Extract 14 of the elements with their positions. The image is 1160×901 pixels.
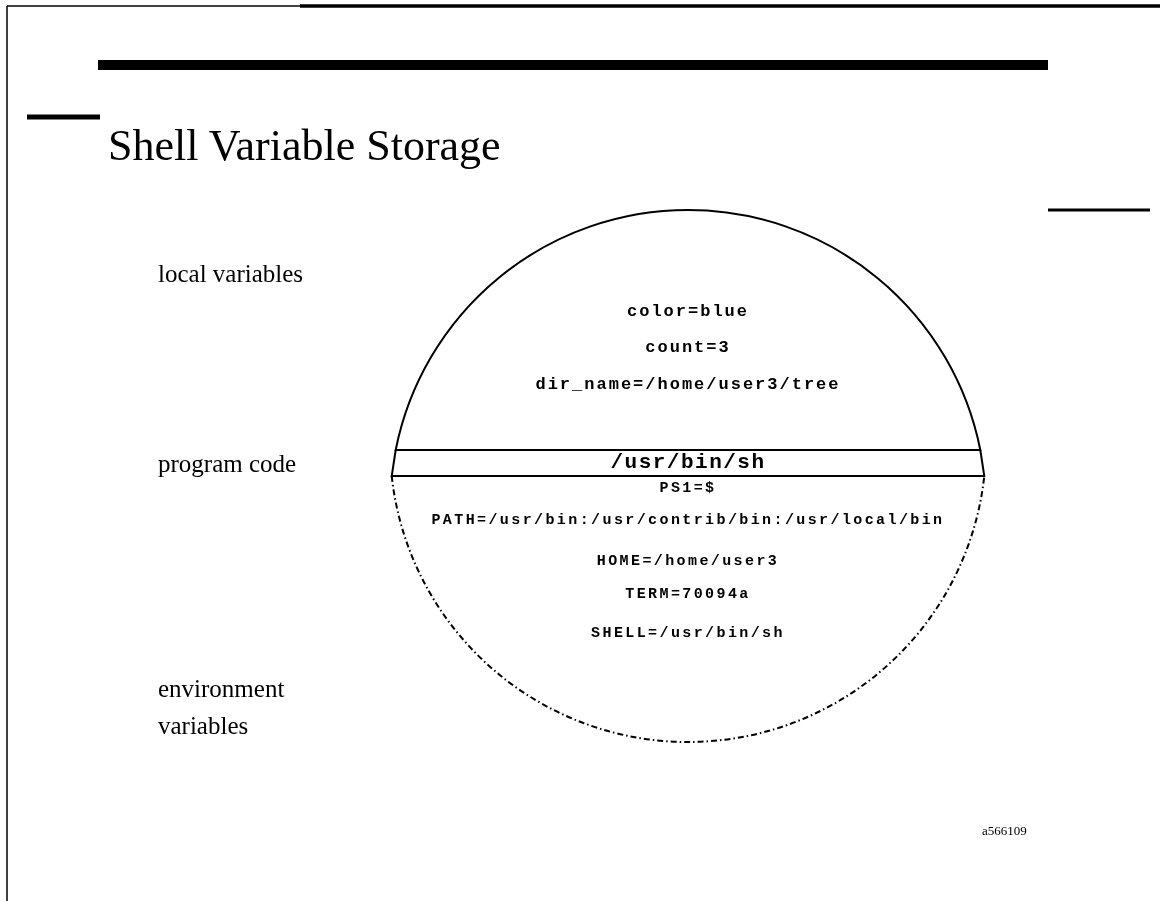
variable-assignment: SHELL=/usr/bin/sh [591,625,785,642]
program-path: /usr/bin/sh [610,451,766,474]
region-label: environment variables [158,674,286,741]
variable-assignment: PS1=$ [659,480,717,497]
variable-assignment: color=blue [627,302,749,321]
region-label: local variables [158,259,305,289]
region-label: program code [158,449,298,479]
figure-id: a566109 [982,823,1028,839]
variable-assignment: HOME=/home/user3 [596,553,780,570]
variable-assignment: TERM=70094a [625,586,751,603]
variable-assignment: PATH=/usr/bin:/usr/contrib/bin:/usr/local/bin [431,512,945,529]
variable-assignment: count=3 [645,338,731,357]
title: Shell Variable Storage [108,120,501,171]
variable-assignment: dir_name=/home/user3/tree [535,375,841,394]
